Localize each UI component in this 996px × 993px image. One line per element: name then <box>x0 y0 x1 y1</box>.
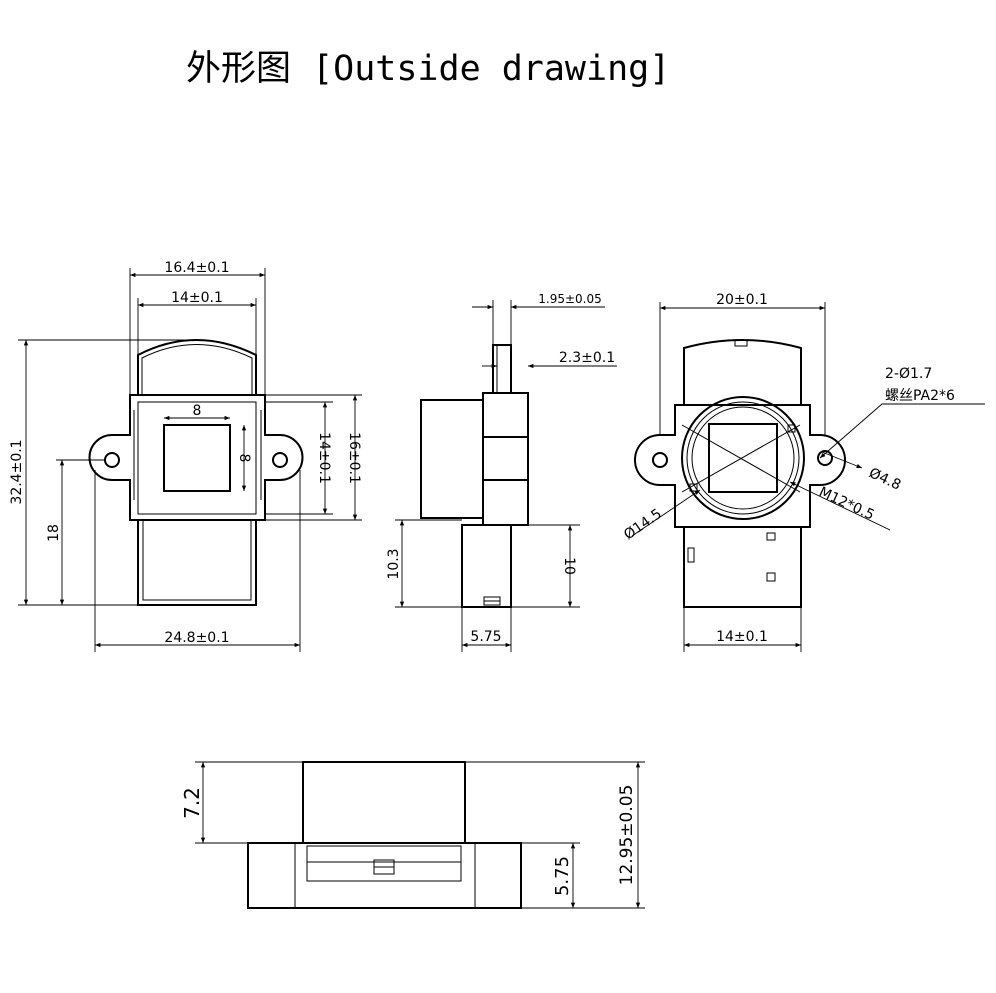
dim-window-height: 8 <box>236 454 252 463</box>
dim-side-body-width: 5.75 <box>470 629 501 645</box>
dim-holder-height: 10.3 <box>386 548 402 579</box>
drawing-title: 外形图 [Outside drawing] <box>186 49 671 89</box>
label-screw: 螺丝PA2*6 <box>885 388 955 404</box>
dim-window-width: 8 <box>193 403 202 419</box>
dim-flange-hole: Ø4.8 <box>866 465 903 494</box>
dim-tab-offset: 2.3±0.1 <box>559 350 615 366</box>
dim-body-height: 14±0.1 <box>316 432 332 484</box>
dim-lens-diameter: Ø14.5 <box>621 506 665 543</box>
dim-tab-width: 1.95±0.05 <box>538 292 602 306</box>
dim-rear-width: 20±0.1 <box>716 292 768 308</box>
dim-inner-width: 14±0.1 <box>171 290 223 306</box>
dim-flange-width: 24.8±0.1 <box>164 630 229 646</box>
side-view: 1.95±0.05 2.3±0.1 10.3 10 5.75 <box>386 292 617 652</box>
dim-outer-width: 16.4±0.1 <box>164 260 229 276</box>
dim-frame-height: 16±0.1 <box>346 432 362 484</box>
dim-top-height: 7.2 <box>180 787 204 819</box>
rear-view: 20±0.1 2-Ø1.7 螺丝PA2*6 Ø4.8 Ø14.5 M12*0.5… <box>621 292 985 652</box>
dim-hole-height: 18 <box>46 524 62 542</box>
label-holes: 2-Ø1.7 <box>885 366 932 382</box>
dim-base-height: 5.75 <box>552 856 573 896</box>
dim-total-height: 32.4±0.1 <box>9 439 25 504</box>
front-view: 16.4±0.1 14±0.1 32.4±0.1 18 8 8 14±0.1 1… <box>9 260 362 652</box>
bottom-view: 7.2 12.95±0.05 5.75 <box>180 761 645 909</box>
dim-total-height-bottom: 12.95±0.05 <box>617 785 637 886</box>
dim-rear-bottom-width: 14±0.1 <box>716 629 768 645</box>
dim-side-body-height: 10 <box>561 557 577 575</box>
dim-thread: M12*0.5 <box>816 484 876 524</box>
